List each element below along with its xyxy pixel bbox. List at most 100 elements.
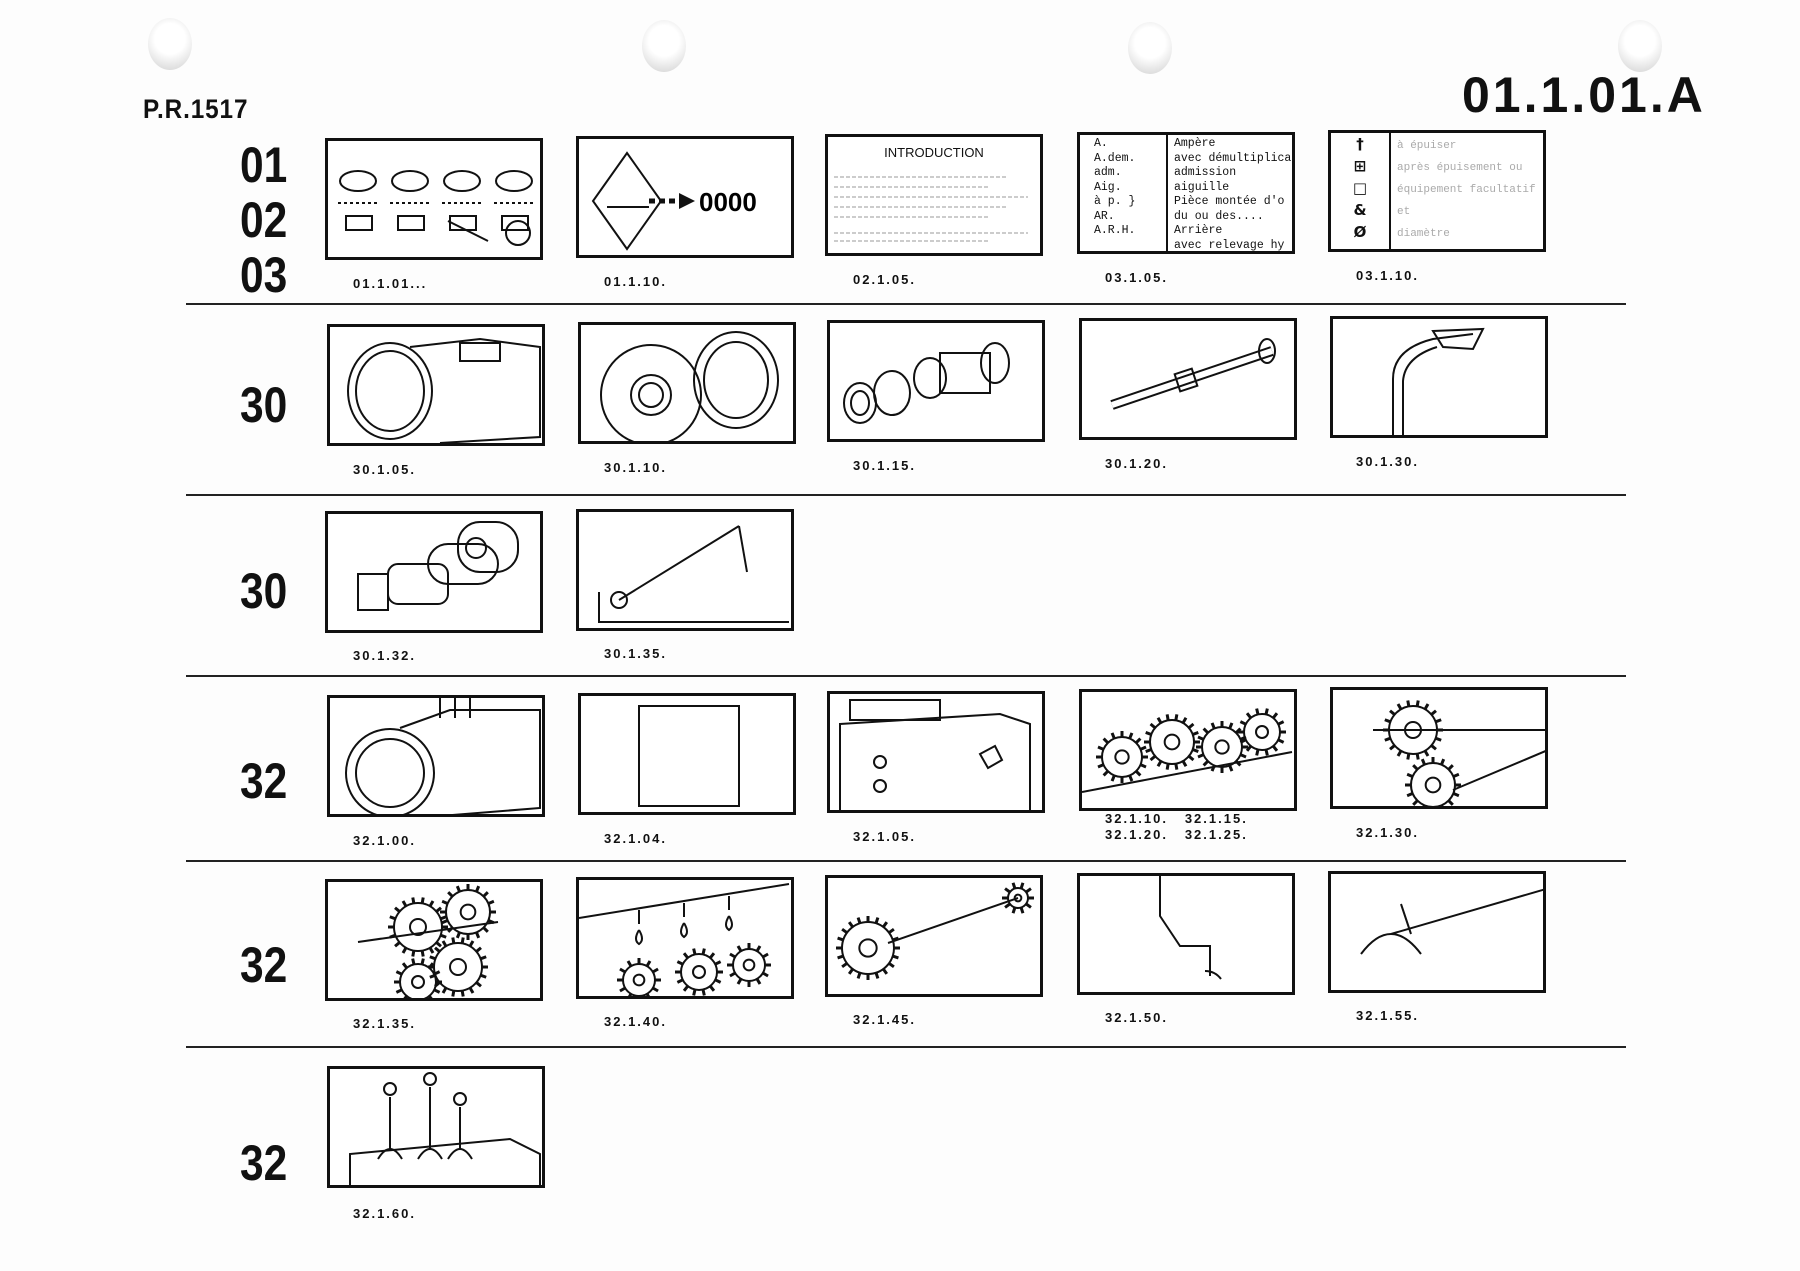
document-code: P.R.1517 (143, 94, 249, 124)
abbreviation-meaning: admission (1174, 166, 1237, 179)
reference-label: 30.1.20. (1105, 456, 1168, 471)
gear-cluster-icon (1082, 708, 1293, 793)
reference-label: 32.1.10. 32.1.15. (1105, 811, 1248, 826)
reference-label: 03.1.05. (1105, 270, 1168, 285)
page-reference: 01.1.01.A (1462, 67, 1706, 123)
linkage-rod-illustration[interactable] (576, 509, 794, 631)
symbol: † (1356, 135, 1364, 153)
symbol-meaning: équipement facultatif (1397, 184, 1536, 196)
bearings-illustration[interactable] (827, 320, 1045, 442)
section-divider (186, 494, 1626, 496)
pedal-lever-illustration[interactable] (1330, 316, 1548, 438)
clutch-housing-icon (347, 337, 541, 443)
blank-square-icon (638, 705, 740, 807)
housing-cover-icon (839, 699, 1031, 810)
text-lines-icon (834, 176, 1028, 242)
symbol: & (1353, 201, 1367, 219)
abbreviation-meaning: avec relevage hy (1174, 238, 1285, 252)
punch-hole (1618, 20, 1662, 72)
selector-rod-icon (1159, 876, 1222, 980)
symbol: ⊞ (1353, 157, 1367, 175)
reference-label: 01.1.01... (353, 276, 428, 291)
reference-label: 32.1.35. (353, 1016, 416, 1031)
abbreviation: A.dem. (1094, 151, 1136, 165)
reference-label: 32.1.40. (604, 1014, 667, 1029)
abbreviation: adm. (1094, 166, 1122, 179)
hydraulic-cylinder-illustration[interactable] (325, 511, 543, 633)
lubrication-drops-illustration[interactable] (576, 877, 794, 999)
bearings-icon (843, 342, 1010, 424)
gearbox-housing-illustration[interactable] (327, 695, 545, 817)
section-number: 02 (240, 192, 288, 248)
shaft-icon (1110, 338, 1276, 410)
blank-square-illustration[interactable] (578, 693, 796, 815)
reference-label: 30.1.05. (353, 462, 416, 477)
reference-label: 32.1.50. (1105, 1010, 1168, 1025)
clutch-disc-icon (600, 331, 779, 441)
selector-rod-illustration[interactable] (1077, 873, 1295, 995)
reference-label: 03.1.10. (1356, 268, 1419, 283)
reference-label: 30.1.15. (853, 458, 916, 473)
reference-label: 30.1.32. (353, 648, 416, 663)
section-number: 30 (240, 377, 288, 433)
abbreviation: A. (1094, 137, 1108, 150)
hydraulic-cylinder-icon (357, 521, 519, 611)
reference-label: 02.1.05. (853, 272, 916, 287)
section-number: 32 (240, 937, 288, 993)
symbol: Ø (1353, 223, 1367, 241)
symbol: □ (1352, 179, 1368, 197)
reference-label: 32.1.00. (353, 833, 416, 848)
gear-shaft-illustration[interactable] (825, 875, 1043, 997)
section-divider (186, 303, 1626, 305)
abbreviation: Aig. (1094, 180, 1122, 194)
abbreviation-meaning: Arrière (1174, 224, 1223, 237)
reference-label: 30.1.35. (604, 646, 667, 661)
selector-fork-icon (1360, 888, 1543, 955)
reference-label: 32.1.45. (853, 1012, 916, 1027)
diamond-arrow-illustration[interactable]: 0000 (576, 136, 794, 258)
abbreviation-meaning: Ampère (1174, 137, 1216, 150)
section-divider (186, 860, 1626, 862)
symbol-meaning: à épuiser (1397, 140, 1457, 152)
pedal-lever-icon (1392, 327, 1485, 435)
housing-cover-illustration[interactable] (827, 691, 1045, 813)
lubrication-drops-icon (579, 883, 790, 996)
section-number: 03 (240, 247, 288, 303)
punch-hole (1128, 22, 1172, 74)
section-divider (186, 1046, 1626, 1048)
reference-label: 01.1.10. (604, 274, 667, 289)
reference-label: 32.1.60. (353, 1206, 416, 1221)
punch-hole (642, 20, 686, 72)
diamond-arrow-icon: 0000 (591, 151, 757, 251)
selector-fork-illustration[interactable] (1328, 871, 1546, 993)
reference-label: 32.1.04. (604, 831, 667, 846)
reference-label: 32.1.55. (1356, 1008, 1419, 1023)
abbreviation: AR. (1094, 209, 1115, 223)
gear-set-illustration[interactable] (325, 879, 543, 1001)
clutch-housing-illustration[interactable] (327, 324, 545, 446)
parts-collage-illustration[interactable] (325, 138, 543, 260)
gearbox-housing-icon (345, 698, 541, 814)
introduction-title: INTRODUCTION (884, 145, 984, 160)
abbreviation: A.R.H. (1094, 224, 1136, 237)
gear-cluster-illustration[interactable] (1079, 689, 1297, 811)
gear-pair-icon (1373, 700, 1545, 806)
introduction-page-illustration[interactable]: INTRODUCTION (825, 134, 1043, 256)
reference-label: 30.1.10. (604, 460, 667, 475)
gear-pair-illustration[interactable] (1330, 687, 1548, 809)
arrow-value: 0000 (699, 187, 757, 217)
abbreviation-meaning: aiguille (1174, 180, 1230, 194)
section-number: 32 (240, 753, 288, 809)
shaft-illustration[interactable] (1079, 318, 1297, 440)
reference-label: 32.1.20. 32.1.25. (1105, 827, 1248, 842)
reference-label: 32.1.05. (853, 829, 916, 844)
gear-set-icon (357, 884, 499, 998)
gear-levers-icon (349, 1072, 541, 1185)
parts-collage-icon (338, 170, 534, 246)
abbreviation-meaning: du ou des.... (1174, 209, 1264, 223)
clutch-disc-illustration[interactable] (578, 322, 796, 444)
abbreviation-meaning: Pièce montée d'o (1174, 195, 1285, 208)
gear-levers-illustration[interactable] (327, 1066, 545, 1188)
